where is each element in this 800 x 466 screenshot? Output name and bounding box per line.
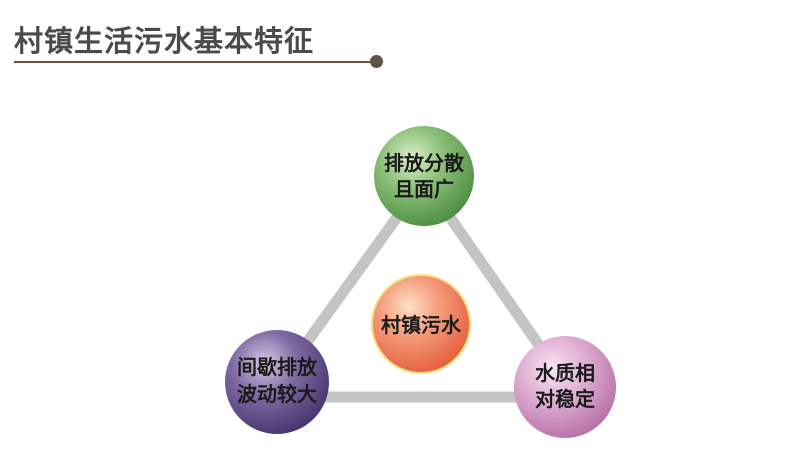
node-left-label-line-2: 波动较大 bbox=[237, 382, 317, 406]
node-top-label-line-2: 且面广 bbox=[394, 177, 454, 201]
node-right-label-line-1: 水质相 bbox=[535, 361, 595, 385]
node-left: 间歇排放 波动较大 bbox=[225, 330, 329, 434]
node-top-label-line-1: 排放分散 bbox=[384, 151, 465, 175]
node-top: 排放分散 且面广 bbox=[374, 126, 474, 226]
title-underline bbox=[14, 61, 376, 63]
node-right-label-line-2: 对稳定 bbox=[535, 387, 595, 411]
page-title: 村镇生活污水基本特征 bbox=[14, 24, 315, 58]
node-left-label-line-1: 间歇排放 bbox=[237, 355, 318, 379]
node-center: 村镇污水 bbox=[371, 274, 471, 374]
title-underline-dot bbox=[370, 55, 383, 68]
node-right: 水质相 对稳定 bbox=[514, 336, 616, 438]
node-center-label-line-1: 村镇污水 bbox=[381, 313, 462, 337]
